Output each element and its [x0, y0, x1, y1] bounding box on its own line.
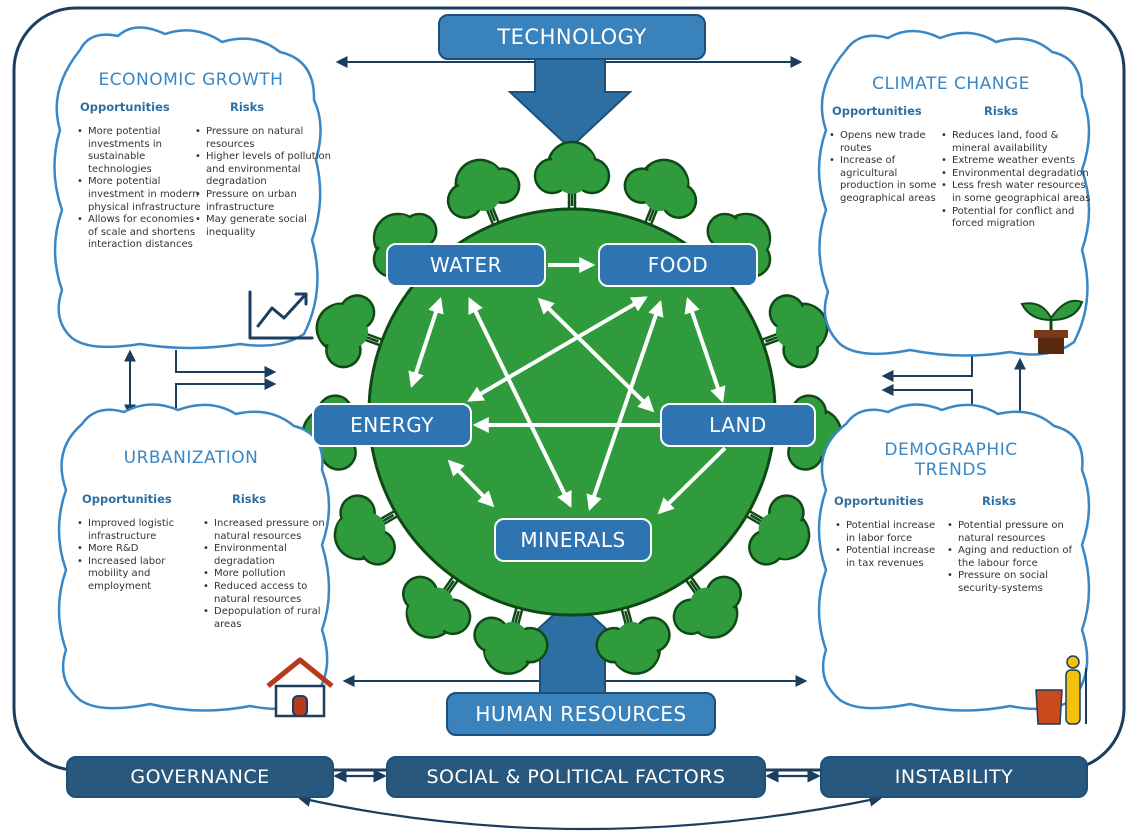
instability-label: INSTABILITY: [820, 756, 1088, 798]
technology-label: TECHNOLOGY: [438, 14, 706, 60]
technology-down-arrow: [507, 51, 633, 150]
climate-change-opportunities-head: Opportunities: [832, 104, 922, 118]
climate-change-risks-head: Risks: [984, 104, 1019, 118]
house-icon: [266, 657, 334, 718]
climate-change-risks-list: Reduces land, food & mineral availabilit…: [940, 130, 1092, 231]
demographic-trends-risks-list: Potential pressure on natural resources …: [946, 520, 1088, 596]
node-land: LAND: [660, 403, 816, 447]
governance-label: GOVERNANCE: [66, 756, 334, 798]
list-item: More R&D: [77, 543, 206, 556]
plant-icon: [1020, 299, 1084, 354]
economic-growth-risks-list: Pressure on natural resources Higher lev…: [194, 126, 332, 239]
right-elbow-arrow-1: [881, 355, 973, 382]
list-item: Increased pressure on natural resources: [203, 518, 332, 543]
economic-growth-risks-head: Risks: [230, 100, 265, 114]
chart-up-icon: [248, 290, 314, 340]
node-energy: ENERGY: [312, 403, 472, 447]
list-item: Extreme weather events: [941, 155, 1092, 168]
human-resources-label: HUMAN RESOURCES: [446, 692, 716, 736]
list-item: Pressure on natural resources: [195, 126, 332, 151]
demographic-trends-title-line1: DEMOGRAPHIC: [884, 440, 1018, 460]
urbanization-panel: URBANIZATION Opportunities Risks Improve…: [56, 404, 326, 714]
list-item: Higher levels of pollution and environme…: [195, 151, 332, 189]
economic-growth-title: ECONOMIC GROWTH: [98, 70, 284, 90]
list-item: Potential increase in labor force: [835, 520, 942, 545]
economic-growth-opportunities-head: Opportunities: [80, 100, 170, 114]
list-item: May generate social inequality: [195, 214, 332, 239]
governance-instability-arc: [297, 793, 883, 831]
economic-growth-panel: ECONOMIC GROWTH Opportunities Risks More…: [56, 30, 331, 350]
list-item: Environmental degradation: [941, 168, 1092, 181]
list-item: Reduced access to natural resources: [203, 581, 332, 606]
urbanization-opportunities-list: Improved logistic infrastructure More R&…: [76, 518, 206, 594]
demographic-trends-panel: DEMOGRAPHIC TRENDS Opportunities Risks P…: [816, 404, 1086, 714]
demographic-trends-opportunities-head: Opportunities: [834, 494, 924, 508]
left-elbow-arrow-1: [175, 350, 277, 378]
node-water: WATER: [386, 243, 546, 287]
list-item: Pressure on urban infrastructure: [195, 189, 332, 214]
urbanization-risks-list: Increased pressure on natural resources …: [202, 518, 332, 631]
climate-change-panel: CLIMATE CHANGE Opportunities Risks Opens…: [816, 30, 1090, 355]
list-item: More pollution: [203, 568, 332, 581]
left-elbow-arrow-2: [175, 378, 277, 410]
people-icon: [1035, 655, 1087, 725]
list-item: Potential pressure on natural resources: [947, 520, 1088, 545]
list-item: Potential for conflict and forced migrat…: [941, 206, 1092, 231]
urbanization-risks-head: Risks: [232, 492, 267, 506]
node-food: FOOD: [598, 243, 758, 287]
list-item: Aging and reduction of the labour force: [947, 545, 1088, 570]
right-elbow-arrow-2: [881, 384, 973, 410]
climate-change-title: CLIMATE CHANGE: [872, 74, 1030, 94]
list-item: Opens new trade routes: [829, 130, 944, 155]
climate-change-opportunities-list: Opens new trade routes Increase of agric…: [828, 130, 944, 206]
urbanization-opportunities-head: Opportunities: [82, 492, 172, 506]
list-item: More potential investments in sustainabl…: [77, 126, 204, 176]
demographic-trends-risks-head: Risks: [982, 494, 1017, 508]
list-item: Reduces land, food & mineral availabilit…: [941, 130, 1092, 155]
demographic-trends-opportunities-list: Potential increase in labor force Potent…: [834, 520, 942, 570]
list-item: Less fresh water resources in some geogr…: [941, 180, 1092, 205]
list-item: Allows for economies of scale and shorte…: [77, 214, 204, 252]
social-political-label: SOCIAL & POLITICAL FACTORS: [386, 756, 766, 798]
list-item: Depopulation of rural areas: [203, 606, 332, 631]
list-item: Potential increase in tax revenues: [835, 545, 942, 570]
interaction-arrows: [408, 257, 727, 515]
list-item: Improved logistic infrastructure: [77, 518, 206, 543]
urbanization-title: URBANIZATION: [123, 448, 259, 468]
list-item: Increased labor mobility and employment: [77, 556, 206, 594]
node-minerals: MINERALS: [494, 518, 652, 562]
economic-growth-opportunities-list: More potential investments in sustainabl…: [76, 126, 204, 252]
list-item: Pressure on social security-systems: [947, 570, 1088, 595]
list-item: More potential investment in modern phys…: [77, 176, 204, 214]
list-item: Increase of agricultural production in s…: [829, 155, 944, 205]
demographic-trends-title-line2: TRENDS: [914, 460, 988, 480]
list-item: Environmental degradation: [203, 543, 332, 568]
